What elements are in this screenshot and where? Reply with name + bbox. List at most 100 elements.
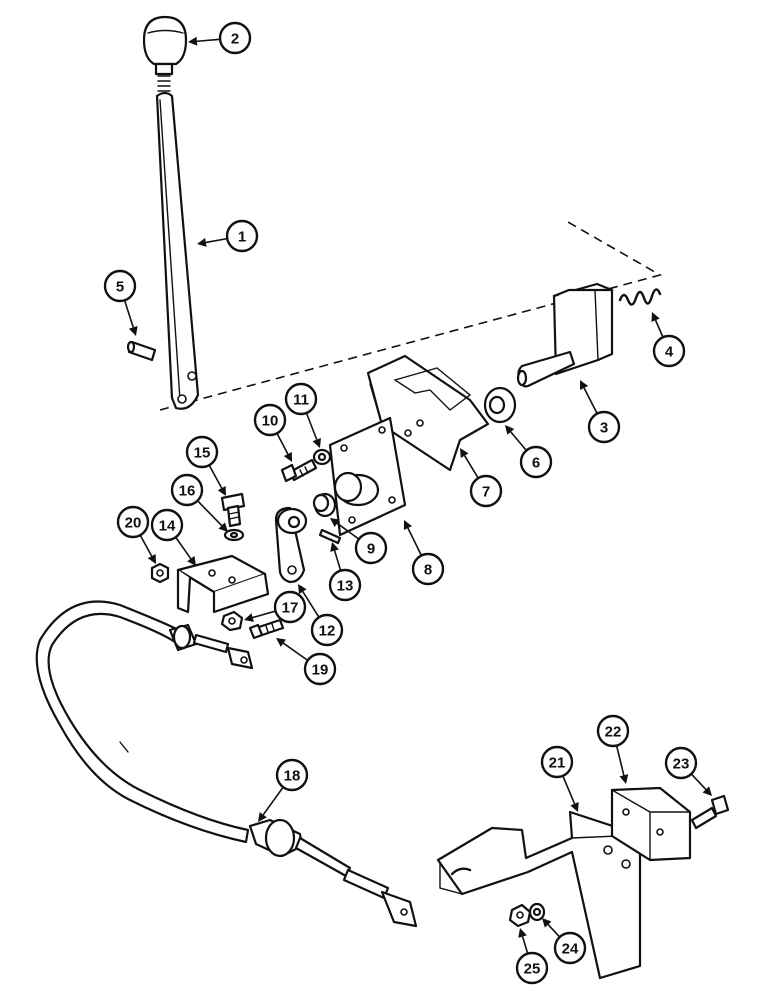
callout-arrowhead-3 (580, 380, 589, 391)
bolt-part-15 (220, 492, 246, 528)
callout-number-13: 13 (337, 578, 354, 595)
callout-arrowhead-18 (258, 812, 267, 822)
callout-leader-10 (276, 432, 289, 455)
callout-number-22: 22 (605, 724, 622, 741)
callout-number-9: 9 (367, 541, 375, 558)
callout-circle-15 (185, 435, 219, 469)
callout-circle-8 (411, 552, 445, 586)
callout-12: 12 (298, 584, 344, 647)
callout-leader-25 (521, 936, 529, 954)
callout-leader-20 (139, 534, 153, 557)
callout-circle-4 (652, 334, 686, 368)
callout-circle-9 (354, 531, 388, 565)
washer-part-11 (312, 448, 332, 466)
callout-arrowhead-1 (197, 237, 207, 247)
block-part-22 (610, 786, 692, 862)
nut-part-17 (220, 610, 244, 632)
roll-pin-part-13 (318, 528, 342, 545)
callout-number-12: 12 (319, 623, 336, 640)
callout-number-3: 3 (600, 420, 608, 437)
callout-circle-10 (253, 403, 287, 437)
callout-leader-1 (205, 237, 228, 244)
callout-arrowhead-13 (330, 542, 339, 552)
lever-part-1 (155, 91, 200, 410)
callout-number-19: 19 (312, 662, 329, 679)
callout-circle-22 (596, 714, 630, 748)
callout-arrowhead-21 (570, 801, 579, 812)
callout-circle-18 (275, 758, 309, 792)
callout-circle-25 (515, 951, 549, 985)
callout-leader-14 (175, 536, 192, 560)
callout-arrowhead-20 (147, 553, 156, 564)
bolt-part-19 (248, 618, 285, 640)
callout-circle-19 (303, 652, 337, 686)
callout-leader-7 (463, 455, 479, 479)
callout-21: 21 (540, 745, 579, 812)
gate-plate-part-7 (366, 354, 490, 472)
callout-16: 16 (170, 473, 228, 532)
callout-18: 18 (258, 758, 309, 822)
callout-number-18: 18 (284, 768, 301, 785)
callout-leader-17 (252, 610, 276, 619)
washer-part-24 (528, 902, 546, 922)
callout-circle-20 (116, 505, 150, 539)
callout-leader-24 (547, 924, 561, 938)
callout-6: 6 (505, 425, 553, 479)
callout-circle-1 (225, 219, 259, 253)
callout-leader-18 (262, 786, 284, 816)
callout-leader-21 (562, 775, 576, 805)
callout-arrowhead-4 (651, 312, 660, 323)
callout-14: 14 (150, 508, 196, 566)
callout-arrowhead-10 (283, 451, 292, 462)
callout-7: 7 (460, 448, 503, 508)
callout-number-8: 8 (424, 562, 432, 579)
spring-part-4 (618, 288, 662, 306)
callout-leader-6 (510, 431, 527, 452)
callout-circle-16 (170, 473, 204, 507)
knob-part-2 (142, 15, 188, 92)
mounting-plate-part-8 (328, 416, 407, 537)
callout-leader-8 (407, 527, 423, 556)
callout-number-15: 15 (194, 445, 211, 462)
callout-arrowhead-17 (244, 613, 254, 622)
callout-circle-3 (587, 410, 621, 444)
callout-22: 22 (596, 714, 630, 784)
callout-19: 19 (276, 638, 337, 686)
callout-circle-6 (519, 445, 553, 479)
callout-arrowhead-8 (403, 520, 413, 531)
callout-1: 1 (197, 219, 259, 253)
callout-leader-3 (583, 387, 598, 415)
callout-leader-16 (196, 500, 223, 527)
bushing-part-6 (483, 386, 517, 424)
callout-number-10: 10 (262, 413, 279, 430)
control-cable-part-18 (35, 600, 418, 928)
callout-arrowhead-6 (505, 425, 515, 435)
callout-circle-23 (664, 746, 698, 780)
callout-9: 9 (330, 518, 388, 565)
link-arm-part-12 (274, 506, 308, 584)
callout-labels: 1234567891011121314151617181920212223242… (103, 21, 712, 985)
callout-15: 15 (185, 435, 226, 496)
callout-circle-24 (553, 931, 587, 965)
callout-leader-15 (208, 464, 223, 489)
callout-number-5: 5 (116, 279, 124, 296)
bolt-part-23 (690, 794, 730, 830)
callout-arrowhead-24 (542, 918, 552, 928)
callout-number-2: 2 (231, 31, 239, 48)
washer-part-16 (223, 528, 245, 542)
callout-11: 11 (284, 382, 321, 448)
nut-part-20 (150, 562, 170, 584)
callout-13: 13 (328, 542, 362, 602)
callout-number-11: 11 (293, 392, 309, 409)
nut-part-25 (508, 903, 532, 928)
bracket-part-14 (176, 554, 270, 614)
callout-leader-12 (302, 591, 320, 618)
callout-number-7: 7 (482, 484, 490, 501)
callout-17: 17 (244, 590, 307, 624)
callout-3: 3 (580, 380, 621, 444)
callout-4: 4 (651, 312, 686, 368)
callout-circle-12 (310, 613, 344, 647)
pin-part-5 (126, 340, 157, 362)
spacer-part-9 (312, 492, 337, 518)
